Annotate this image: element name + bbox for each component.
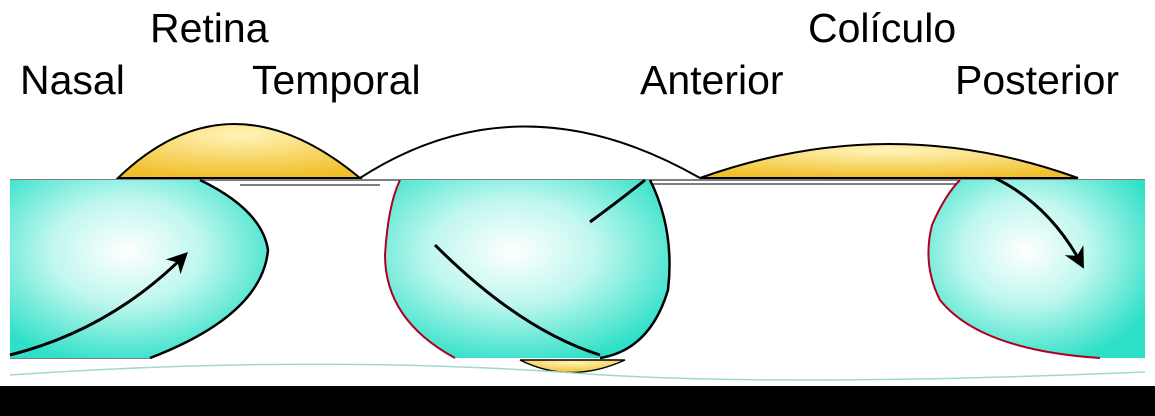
- label-anterior: Anterior: [640, 60, 784, 101]
- label-nasal: Nasal: [20, 60, 125, 101]
- label-coliculo: Colículo: [808, 8, 956, 49]
- bottom-bar: [0, 386, 1155, 416]
- retina-lobe: [10, 180, 268, 358]
- label-retina: Retina: [150, 8, 269, 49]
- label-posterior: Posterior: [955, 60, 1119, 101]
- coliculo-cap: [700, 144, 1078, 178]
- connector-arc: [360, 127, 700, 179]
- middle-lobe: [385, 180, 670, 358]
- retina-cap: [118, 124, 360, 178]
- label-temporal: Temporal: [252, 60, 421, 101]
